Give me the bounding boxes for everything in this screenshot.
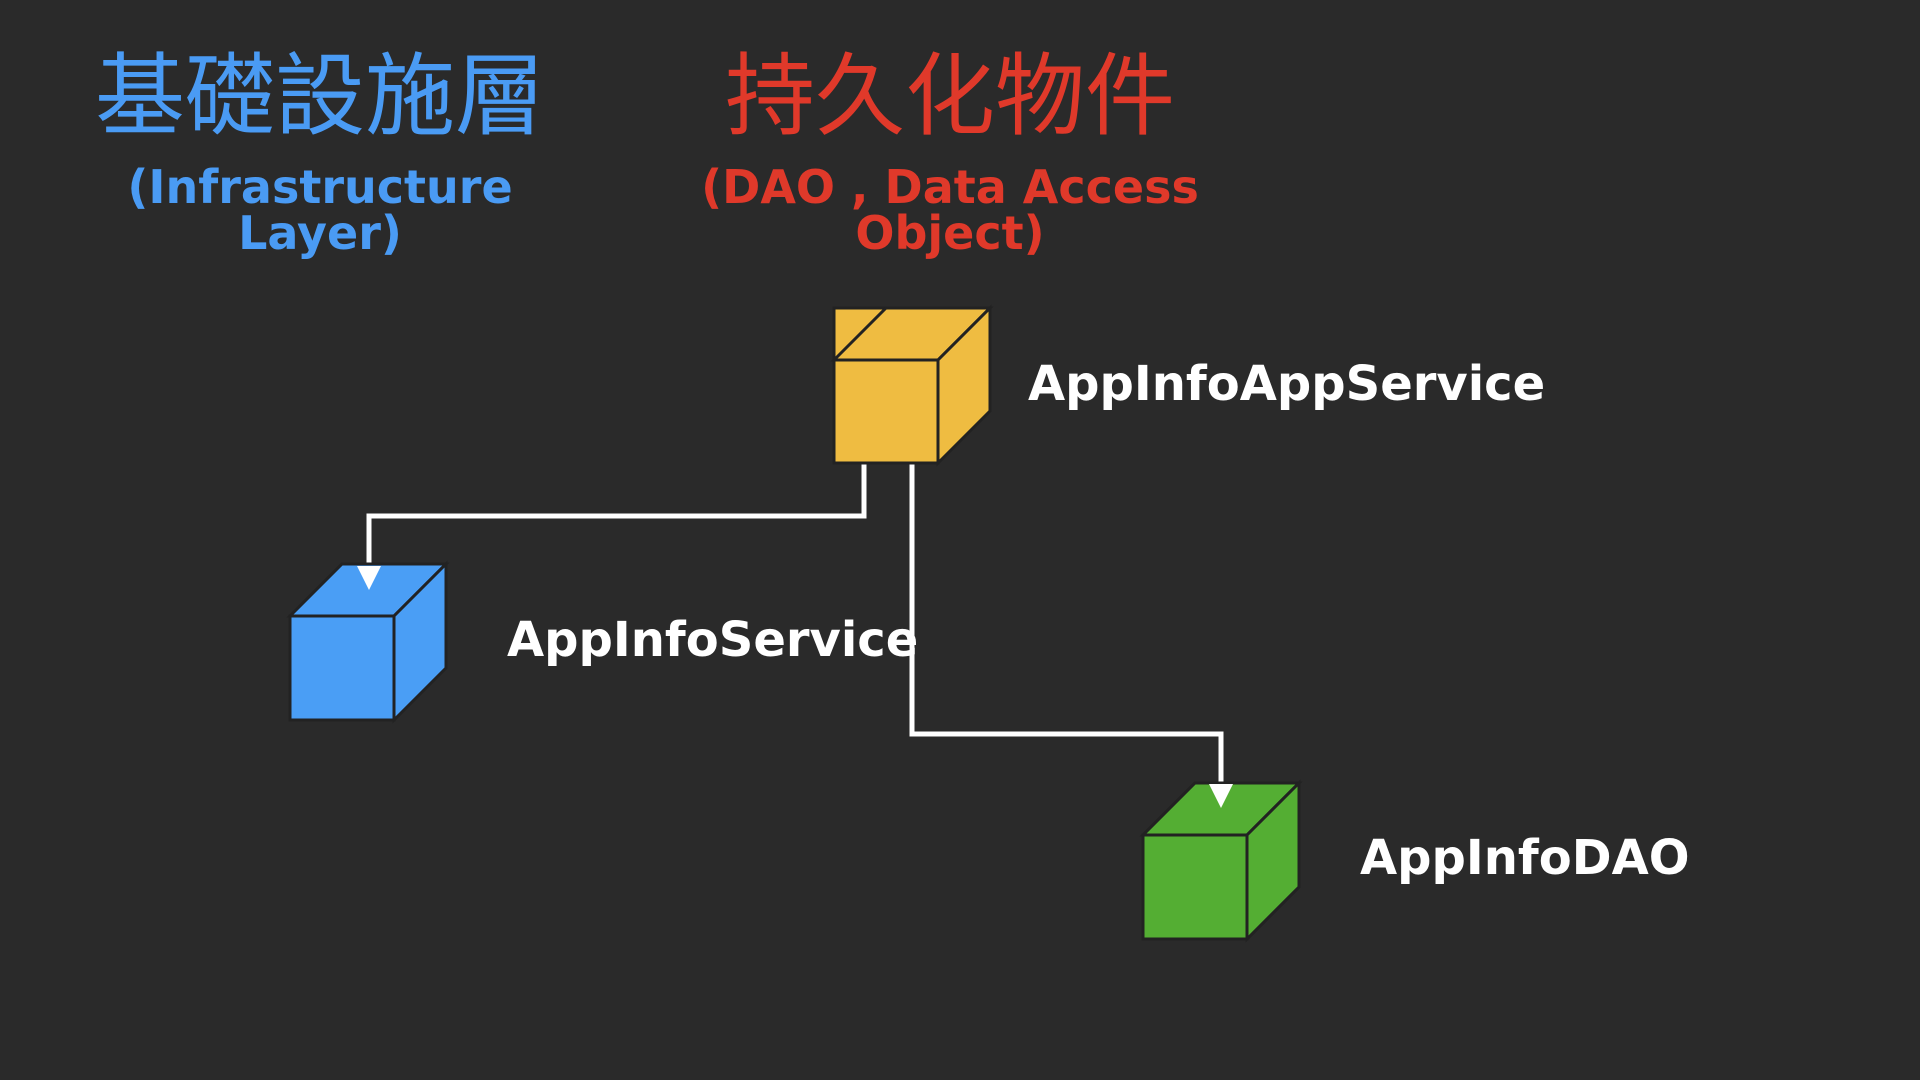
arrowhead-dao-top bbox=[1209, 784, 1233, 808]
appinfoappservice-cube bbox=[830, 304, 994, 467]
appinfodao-label: AppInfoDAO bbox=[1360, 830, 1690, 886]
dao-title-cn: 持久化物件 bbox=[725, 44, 1175, 149]
edge-appservice-to-service bbox=[366, 463, 867, 572]
appinfoappservice-label: AppInfoAppService bbox=[1028, 356, 1546, 412]
appinfodao-cube bbox=[1139, 779, 1303, 943]
infrastructure-layer-title-en: (Infrastructure Layer) bbox=[127, 160, 513, 260]
appinfoservice-cube bbox=[286, 560, 450, 724]
dao-heading: 持久化物件 (DAO , Data Access Object) bbox=[610, 44, 1290, 260]
infrastructure-layer-title-cn: 基礎設施層 bbox=[95, 44, 545, 149]
arrowhead-service-top bbox=[357, 566, 381, 590]
infrastructure-layer-heading: 基礎設施層 (Infrastructure Layer) bbox=[40, 44, 600, 260]
appinfoservice-label: AppInfoService bbox=[507, 612, 919, 668]
edge-appservice-to-dao bbox=[909, 463, 1224, 790]
dao-title-en: (DAO , Data Access Object) bbox=[701, 160, 1199, 260]
